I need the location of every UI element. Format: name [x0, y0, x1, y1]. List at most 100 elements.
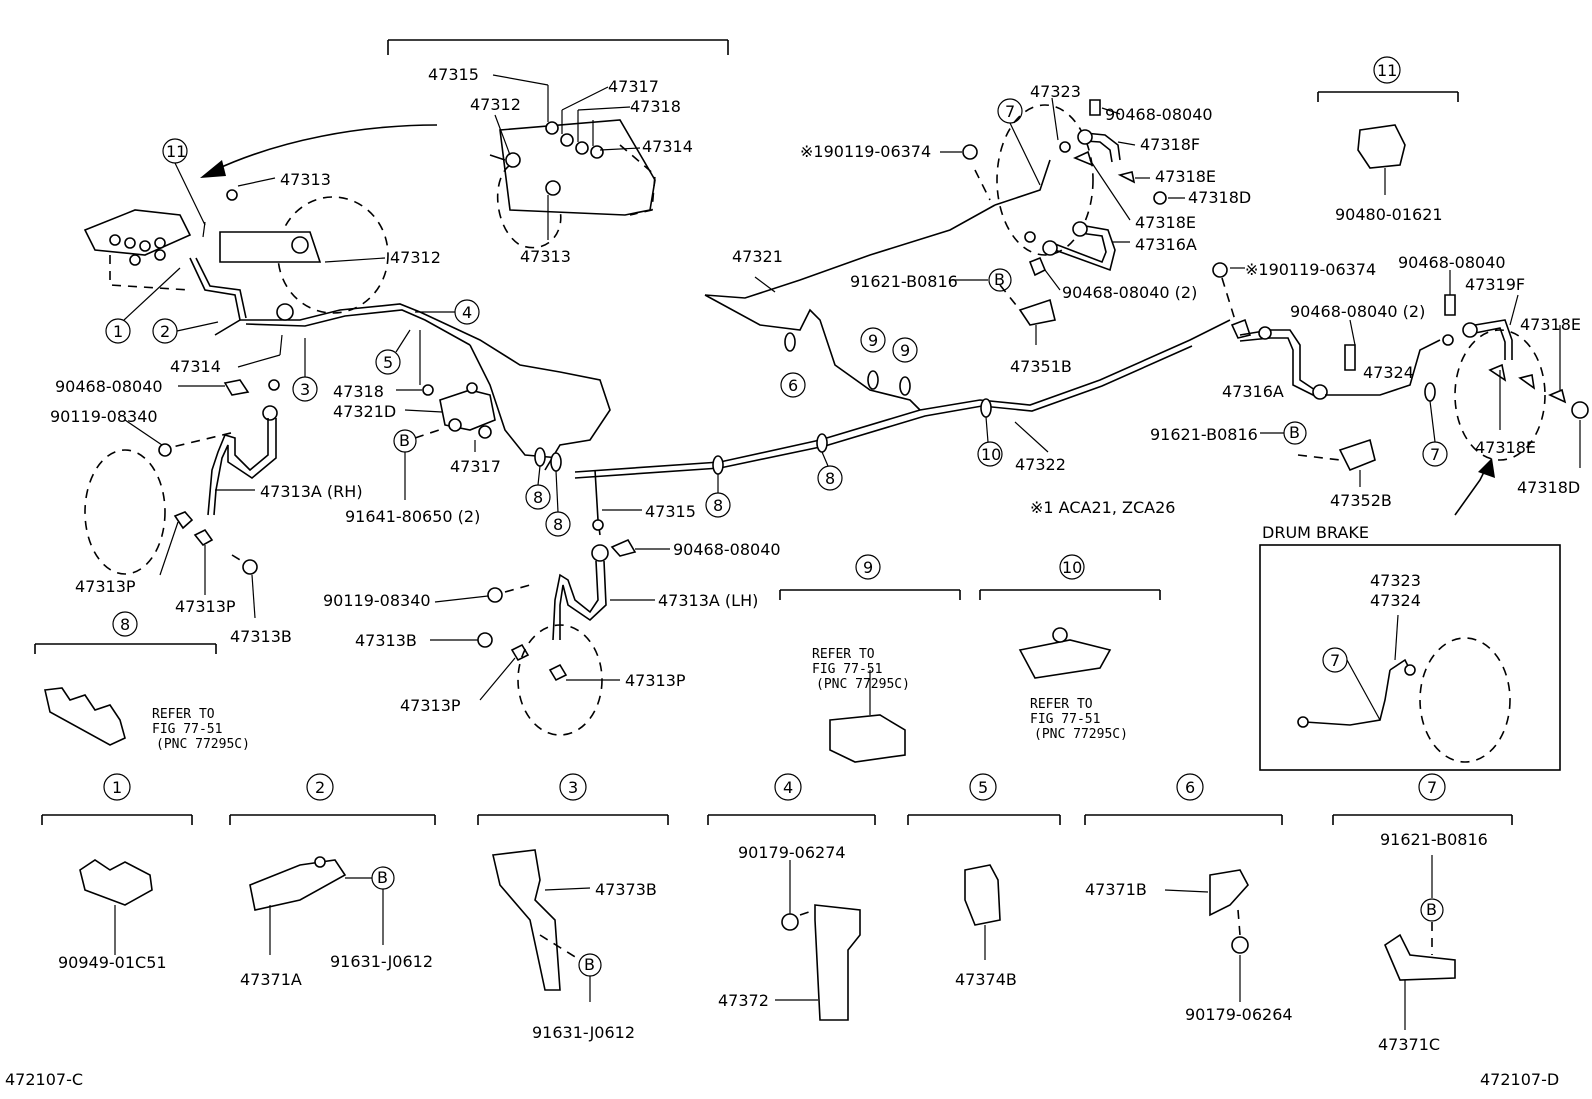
callout-8: 8 [825, 469, 835, 488]
callout-4: 4 [783, 778, 793, 797]
part-label: 47318 [333, 382, 384, 401]
part-label: 47323 [1370, 571, 1421, 590]
b-marker: B [377, 868, 388, 887]
callout-4: 4 [462, 303, 472, 322]
refer-text: FIG 77-51 [152, 722, 222, 737]
part-label: 47315 [428, 65, 479, 84]
callout-6: 6 [788, 376, 798, 395]
drum-brake-box [1259, 544, 1561, 771]
footer-left-code: 472107-C [5, 1070, 83, 1089]
part-label: 90468-08040 [55, 377, 163, 396]
part-label: 47352B [1330, 491, 1392, 510]
part-label: 47371A [240, 970, 302, 989]
part-label: 90119-08340 [323, 591, 431, 610]
part-label: 47313B [230, 627, 292, 646]
callout-8: 8 [533, 488, 543, 507]
part-label: 47313P [625, 671, 686, 690]
part-label: 91631-J0612 [330, 952, 433, 971]
b-marker: B [994, 270, 1005, 289]
callout-3: 3 [300, 380, 310, 399]
refer-text: REFER TO [1030, 697, 1093, 712]
part-label: 91621-B0816 [1150, 425, 1258, 444]
direction-arrow [214, 124, 438, 171]
callout-2: 2 [160, 322, 170, 341]
part-label: ※190119-06374 [1245, 260, 1376, 279]
center-pipe-group [375, 204, 1231, 736]
part-label: 47318E [1135, 213, 1196, 232]
refer-text: FIG 77-51 [1030, 712, 1100, 727]
part-label: 47371C [1378, 1035, 1440, 1054]
part-label: 47317 [450, 457, 501, 476]
part-label: 47324 [1363, 363, 1414, 382]
part-label: ※190119-06374 [800, 142, 931, 161]
part-label: 47322 [1015, 455, 1066, 474]
refer-text: REFER TO [152, 707, 215, 722]
part-label: 47314 [642, 137, 693, 156]
part-label: 47371B [1085, 880, 1147, 899]
callout-5: 5 [383, 353, 393, 372]
drum-brake-inset [1259, 544, 1561, 771]
part-label: 47313P [75, 577, 136, 596]
callout-8: 8 [713, 496, 723, 515]
part-label: 47314 [170, 357, 221, 376]
part-label: 90949-01C51 [58, 953, 167, 972]
part-label: 47312 [390, 248, 441, 267]
callout-9: 9 [868, 331, 878, 350]
refer-text: FIG 77-51 [812, 662, 882, 677]
callout-6: 6 [1185, 778, 1195, 797]
drum-brake-title: DRUM BRAKE [1262, 523, 1369, 542]
part-label: 47313 [520, 247, 571, 266]
part-label: 47313B [355, 631, 417, 650]
b-marker: B [1289, 423, 1300, 442]
b-marker: B [1426, 900, 1437, 919]
part-label: 90179-06264 [1185, 1005, 1293, 1024]
labels: 47315 47317 47312 47318 47314 47313 4731… [5, 65, 1581, 1089]
callout-1: 1 [113, 322, 123, 341]
part-label: 47317 [608, 77, 659, 96]
part-label: 47372 [718, 991, 769, 1010]
callout-11: 11 [1377, 61, 1397, 80]
part-label: 47313A (LH) [658, 591, 758, 610]
part-label: 90179-06274 [738, 843, 846, 862]
part-label: 47318E [1475, 438, 1536, 457]
b-marker: B [584, 955, 595, 974]
part-label: 91641-80650 (2) [345, 507, 480, 526]
callout-7: 7 [1005, 102, 1015, 121]
part-label: 47313P [400, 696, 461, 715]
part-label: 47318E [1155, 167, 1216, 186]
callout-9: 9 [900, 341, 910, 360]
callout-7: 7 [1430, 445, 1440, 464]
part-label: 91621-B0816 [1380, 830, 1488, 849]
part-label: 47318E [1520, 315, 1581, 334]
b-marker: B [399, 431, 410, 450]
part-label: 47351B [1010, 357, 1072, 376]
master-cylinder-group [83, 124, 611, 619]
detail-brackets [34, 554, 1513, 1030]
callout-9: 9 [863, 558, 873, 577]
part-label: 47374B [955, 970, 1017, 989]
callout-3: 3 [568, 778, 578, 797]
callout-2: 2 [315, 778, 325, 797]
part-label: 47312 [470, 95, 521, 114]
part-label: 47319F [1465, 275, 1525, 294]
part-label: 47316A [1222, 382, 1284, 401]
part-label: 90119-08340 [50, 407, 158, 426]
part-label: 47318 [630, 97, 681, 116]
part-label: 47373B [595, 880, 657, 899]
callout-7: 7 [1330, 651, 1340, 670]
part-label: 90468-08040 (2) [1062, 283, 1197, 302]
part-label: 90468-08040 (2) [1290, 302, 1425, 321]
callout-7: 7 [1427, 778, 1437, 797]
part-label: 91631-J0612 [532, 1023, 635, 1042]
part-label: 47318F [1140, 135, 1200, 154]
part-label: 47321D [333, 402, 396, 421]
rear-brake-group [940, 56, 1589, 516]
part-label: 47318D [1188, 188, 1251, 207]
part-label: 90480-01621 [1335, 205, 1443, 224]
callout-1: 1 [112, 778, 122, 797]
part-label: 90468-08040 [1398, 253, 1506, 272]
part-label: 47313P [175, 597, 236, 616]
part-label: 90468-08040 [673, 540, 781, 559]
callout-numbers: 1 2 3 4 5 8 8 8 8 10 6 9 9 7 7 7 11 11 8… [112, 61, 1440, 797]
